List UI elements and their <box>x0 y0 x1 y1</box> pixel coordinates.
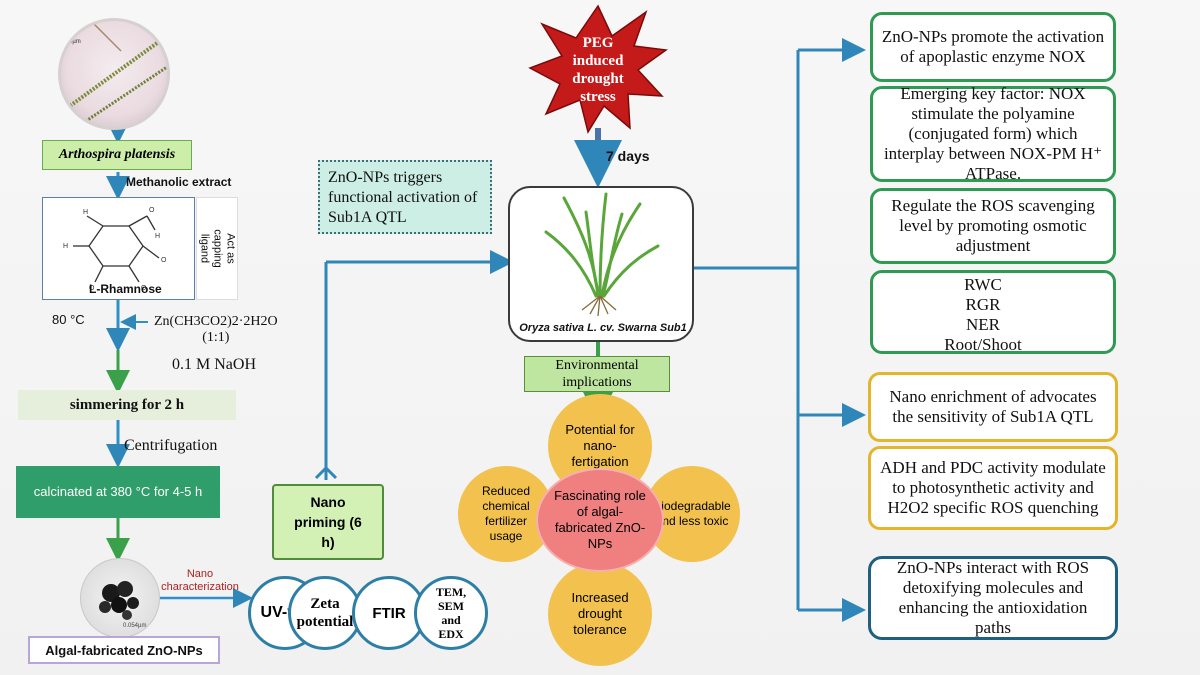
spirulina-filaments <box>61 21 167 127</box>
simmering-box: simmering for 2 h <box>18 390 236 420</box>
adh-pdc-box: ADH and PDC activity modulate to photosy… <box>868 446 1118 530</box>
svg-text:H: H <box>63 243 68 250</box>
nano-characterization-label: Nano characterization <box>161 568 239 593</box>
species-label: Arthospira platensis <box>42 140 192 170</box>
nano-priming-box: Nano priming (6 h) <box>272 484 384 560</box>
tem-scale-text: 0.054µm <box>123 623 147 629</box>
sub1a-sensitivity-box: Nano enrichment of advocates the sensiti… <box>868 372 1118 442</box>
plant-caption: Oryza sativa L. cv. Swarna Sub1 <box>519 322 687 334</box>
svg-text:H: H <box>83 209 88 216</box>
tem-particles <box>99 581 139 620</box>
tem-micrograph: 0.054µm <box>80 558 160 638</box>
char-zeta: Zeta potential <box>288 576 362 650</box>
svg-text:O: O <box>141 285 147 292</box>
algal-znonps-label: Algal-fabricated ZnO-NPs <box>28 636 220 664</box>
petal-bottom: Increased drought tolerance <box>548 562 652 666</box>
capping-ligand-label: Act as capping ligand <box>196 197 238 300</box>
mechanism-box-polyamine: Emerging key factor: NOX stimulate the p… <box>870 84 1116 183</box>
rice-plant-box: Oryza sativa L. cv. Swarna Sub1 <box>508 186 694 342</box>
zinc-reagent-label: Zn(CH3CO2)2·2H2O (1:1) <box>154 314 278 346</box>
svg-text:O: O <box>89 285 95 292</box>
extract-label: Methanolic extract <box>126 175 232 189</box>
calcination-box: calcinated at 380 °C for 4-5 h <box>16 466 220 518</box>
centrifugation-label: Centrifugation <box>124 437 218 454</box>
rhamnose-label: L-Rhamnose <box>89 282 162 296</box>
peg-label: PEG induced drought stress <box>572 35 624 105</box>
growth-param-root-shoot: Root/Shoot <box>944 335 1022 354</box>
days-label: 7 days <box>606 148 650 164</box>
ros-detox-box: ZnO-NPs interact with ROS detoxifying mo… <box>868 556 1118 640</box>
growth-param-ner: NER <box>966 315 1000 334</box>
temperature-label: 80 °C <box>52 312 85 327</box>
growth-parameters-box: RWC RGR NER Root/Shoot <box>870 270 1116 354</box>
mechanism-box-nox: ZnO-NPs promote the activation of apopla… <box>870 12 1116 82</box>
environmental-implications-box: Environmental implications <box>524 356 670 392</box>
svg-text:H: H <box>155 233 160 240</box>
rice-plant-illustration <box>544 192 660 317</box>
mechanism-box-ros: Regulate the ROS scavenging level by pro… <box>870 188 1116 264</box>
zinc-formula-text: Zn(CH3CO2)2·2H2O <box>154 314 278 329</box>
svg-text:O: O <box>161 257 167 264</box>
rhamnose-structure-box: O H H H O O O L-Rhamnose <box>42 197 195 300</box>
petal-right: Biodegradable and less toxic <box>644 466 740 562</box>
svg-text:O: O <box>149 207 155 214</box>
growth-param-rwc: RWC <box>964 275 1002 294</box>
micrograph-scale-text: 5µm <box>69 39 81 45</box>
char-tem-sem-edx: TEM, SEM and EDX <box>414 576 488 650</box>
flower-center: Fascinating role of algal-fabricated ZnO… <box>536 468 664 572</box>
zinc-ratio-text: (1:1) <box>202 330 230 345</box>
sub1a-note-box: ZnO-NPs triggers functional activation o… <box>318 160 492 234</box>
naoh-label: 0.1 M NaOH <box>172 356 256 373</box>
growth-param-rgr: RGR <box>965 295 1001 314</box>
peg-star <box>528 4 668 134</box>
spirulina-micrograph: 5µm <box>58 18 170 130</box>
rhamnose-structure-drawing: O H H H O O O <box>63 207 167 292</box>
